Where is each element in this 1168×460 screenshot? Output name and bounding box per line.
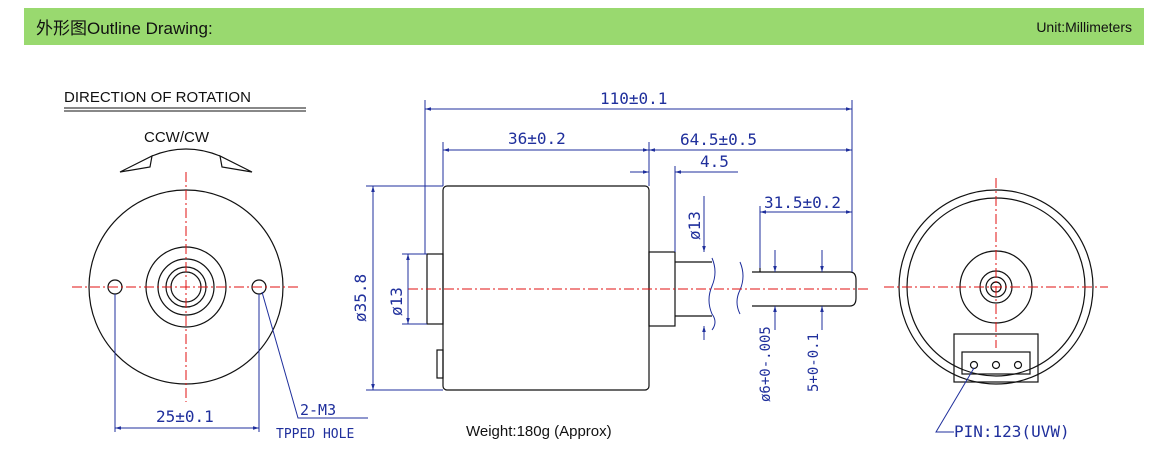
rotation-title: DIRECTION OF ROTATION (64, 89, 251, 106)
connector-pin-block (961, 351, 1031, 375)
flat-length-label: 31.5±0.2 (764, 193, 841, 212)
boss-diameter-label: ø13 (685, 211, 704, 240)
shaft-tip (752, 271, 857, 307)
unit-label: Unit:Millimeters (1036, 18, 1132, 35)
hole-label-1: 2-M3 (300, 401, 336, 419)
motor-body (442, 185, 650, 391)
rotation-direction: CCW/CW (144, 129, 210, 146)
rotation-arc (151, 148, 221, 157)
pin-1 (969, 360, 979, 370)
weight-label: Weight:180g (Approx) (466, 423, 612, 440)
shaft-diameter-label: ø6+0-.005 (758, 326, 774, 402)
pilot-diameter-label: ø13 (387, 287, 406, 316)
cw-arrow-icon (219, 154, 253, 173)
ccw-arrow-icon (119, 154, 153, 173)
shaft-break-2 (736, 261, 744, 315)
section-title: 外形图Outline Drawing: (36, 19, 213, 38)
shaft-section-label: 64.5±0.5 (680, 130, 757, 149)
shaft-break-1 (708, 257, 716, 331)
pin-label: PIN:123(UVW) (954, 422, 1070, 441)
connector-housing (953, 333, 1039, 383)
pin-3 (1013, 360, 1023, 370)
flat-depth-label: 5+0-0.1 (806, 333, 822, 392)
body-diameter-label: ø35.8 (351, 274, 370, 322)
hole-spacing-label: 25±0.1 (156, 407, 214, 426)
side-view: 110±0.1 36±0.2 64.5±0.5 4.5 31.5±0.2 ø35… (351, 89, 870, 440)
pin-2 (991, 360, 1001, 370)
shaft-outline (675, 261, 712, 317)
hole-label-2: TPPED HOLE (276, 427, 354, 442)
body-length-label: 36±0.2 (508, 129, 566, 148)
rear-view: PIN:123(UVW) (884, 178, 1108, 441)
front-view: DIRECTION OF ROTATION CCW/CW 25±0.1 2-M3… (64, 89, 368, 442)
section-header: 外形图Outline Drawing: Unit:Millimeters (24, 8, 1144, 45)
pin-leader (935, 367, 975, 433)
boss-length-label: 4.5 (700, 152, 729, 171)
rear-connector (436, 349, 444, 379)
overall-length-label: 110±0.1 (600, 89, 667, 108)
hole-leader (261, 291, 368, 419)
